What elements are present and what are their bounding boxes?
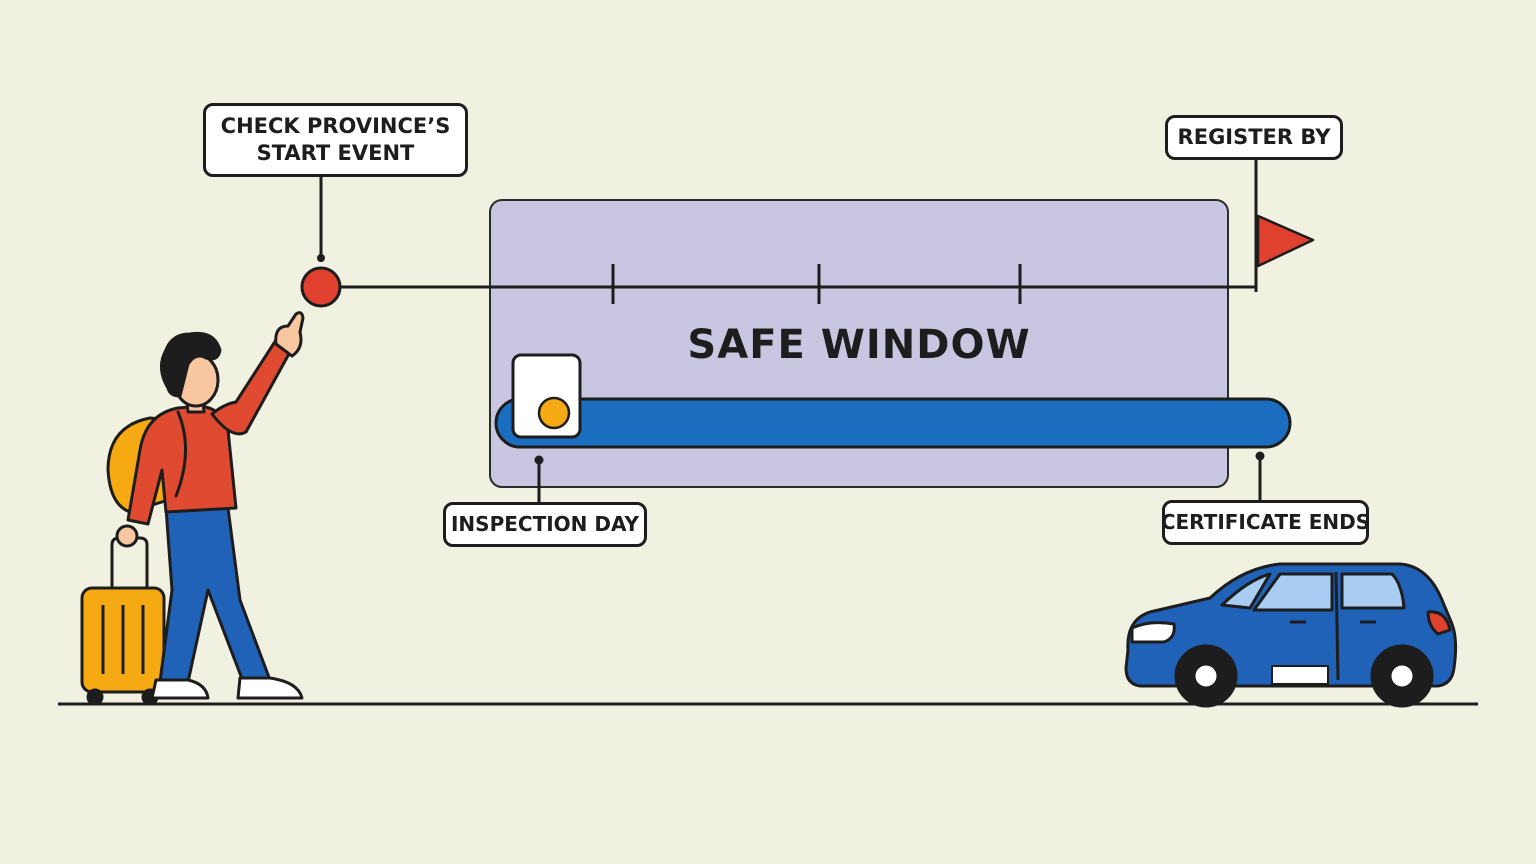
start-event-label-line1: CHECK PROVINCE’S <box>220 114 451 138</box>
certificate-ends-label-text: CERTIFICATE ENDS <box>1160 510 1371 534</box>
car-icon <box>1124 562 1458 708</box>
traveler-figure-icon <box>106 311 305 700</box>
deadline-flag-icon <box>1256 214 1315 268</box>
inspection-day-label-text: INSPECTION DAY <box>450 512 640 536</box>
inspection-connector-dot <box>534 455 544 465</box>
start-connector-dot <box>317 254 325 262</box>
certificate-validity-bar <box>494 397 1292 449</box>
register-by-label: REGISTER BY <box>1165 115 1343 160</box>
certificate-ends-label: CERTIFICATE ENDS <box>1160 500 1371 545</box>
start-event-label-line2: START EVENT <box>256 141 415 165</box>
safe-window-title: SAFE WINDOW <box>687 322 1031 368</box>
start-event-label: CHECK PROVINCE’S START EVENT <box>203 103 468 177</box>
register-by-label-text: REGISTER BY <box>1177 125 1331 149</box>
certificate-end-connector-dot <box>1255 451 1265 461</box>
inspection-day-label: INSPECTION DAY <box>443 502 647 547</box>
start-event-dot-icon <box>300 266 342 308</box>
inspection-certificate-icon <box>511 353 582 439</box>
suitcase-icon <box>80 536 166 706</box>
